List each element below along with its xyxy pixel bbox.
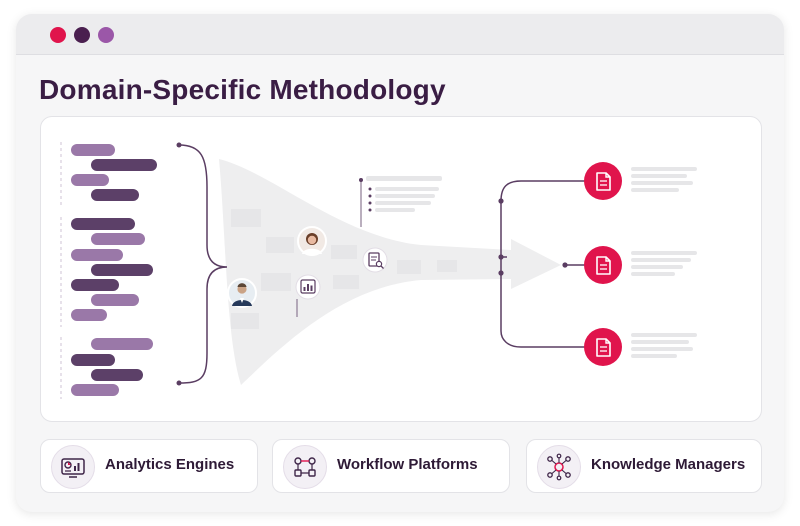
source-bar (71, 384, 119, 396)
list-line (375, 201, 431, 205)
output-text-line (631, 272, 675, 276)
source-bar (71, 309, 107, 321)
output-documents (584, 162, 622, 366)
data-funnel (219, 159, 561, 385)
list-bullet (368, 194, 372, 198)
workflow-icon (283, 445, 327, 489)
source-bar (91, 338, 153, 350)
output-connector-tree (500, 180, 587, 348)
source-bar (91, 189, 139, 201)
placeholder-card (261, 273, 291, 291)
methodology-diagram (60, 142, 697, 399)
output-document[interactable] (584, 162, 622, 200)
knowledge-managers-label: Knowledge Managers (591, 456, 746, 473)
list-line (375, 208, 415, 212)
output-text-line (631, 354, 677, 358)
source-bar (91, 294, 139, 306)
placeholder-card (266, 237, 294, 253)
output-text-line (631, 167, 697, 171)
workflow-platforms-card[interactable]: Workflow Platforms (272, 439, 510, 493)
placeholder-card (437, 260, 457, 272)
window-titlebar (16, 14, 784, 55)
list-bullet (368, 187, 372, 191)
output-text-line (631, 181, 693, 185)
placeholder-card (333, 275, 359, 289)
methodology-diagram-panel (40, 116, 762, 422)
list-bullet (368, 201, 372, 205)
output-document[interactable] (584, 328, 622, 366)
placeholder-card (331, 245, 357, 259)
placeholder-card (397, 260, 421, 274)
output-text-line (631, 265, 683, 269)
output-text-line (631, 188, 679, 192)
text-list (366, 176, 442, 212)
source-bar (91, 369, 143, 381)
window-close-dot[interactable] (50, 27, 66, 43)
output-text-line (631, 347, 693, 351)
source-bar (71, 218, 135, 230)
output-text-line (631, 251, 697, 255)
tree-node (562, 262, 568, 268)
tree-node (498, 254, 504, 260)
list-line (375, 194, 435, 198)
workflow-platforms-label: Workflow Platforms (337, 456, 478, 473)
output-text-line (631, 258, 691, 262)
list-header-bar (366, 176, 442, 181)
source-bar (91, 233, 145, 245)
knowledge-network-icon (537, 445, 581, 489)
source-data-bars (71, 144, 157, 396)
output-document[interactable] (584, 246, 622, 284)
source-bar (71, 354, 115, 366)
analytics-dashboard-icon (51, 445, 95, 489)
analytics-engines-card[interactable]: Analytics Engines (40, 439, 258, 493)
source-bar (91, 264, 153, 276)
source-bar (71, 249, 123, 261)
brace-endpoint (176, 380, 182, 386)
tree-node (498, 270, 504, 276)
window-minimize-dot[interactable] (74, 27, 90, 43)
list-node (359, 178, 363, 182)
person-avatar-man (227, 278, 257, 308)
page-title: Domain-Specific Methodology (39, 74, 446, 105)
source-bar (71, 144, 115, 156)
placeholder-card (231, 313, 259, 329)
analytics-report-icon (295, 274, 321, 300)
output-text-line (631, 340, 689, 344)
grouping-brace (178, 144, 228, 384)
output-text-line (631, 174, 687, 178)
tree-node (498, 198, 504, 204)
source-bar (71, 174, 109, 186)
list-line (375, 187, 439, 191)
knowledge-managers-card[interactable]: Knowledge Managers (526, 439, 762, 493)
source-bar (71, 279, 119, 291)
output-text-placeholders (631, 167, 697, 358)
funnel-placeholder-cards (231, 209, 457, 329)
placeholder-card (231, 209, 261, 227)
browser-window: Domain-Specific Methodology (16, 14, 784, 512)
brace-endpoint (176, 142, 182, 148)
output-text-line (631, 333, 697, 337)
list-bullet (368, 208, 372, 212)
source-bar (91, 159, 157, 171)
analytics-engines-label: Analytics Engines (105, 456, 235, 473)
window-maximize-dot[interactable] (98, 27, 114, 43)
person-avatar-woman (297, 226, 327, 256)
document-search-icon (362, 247, 388, 273)
platform-cards: Analytics Engines Workflow Platforms (40, 439, 762, 495)
